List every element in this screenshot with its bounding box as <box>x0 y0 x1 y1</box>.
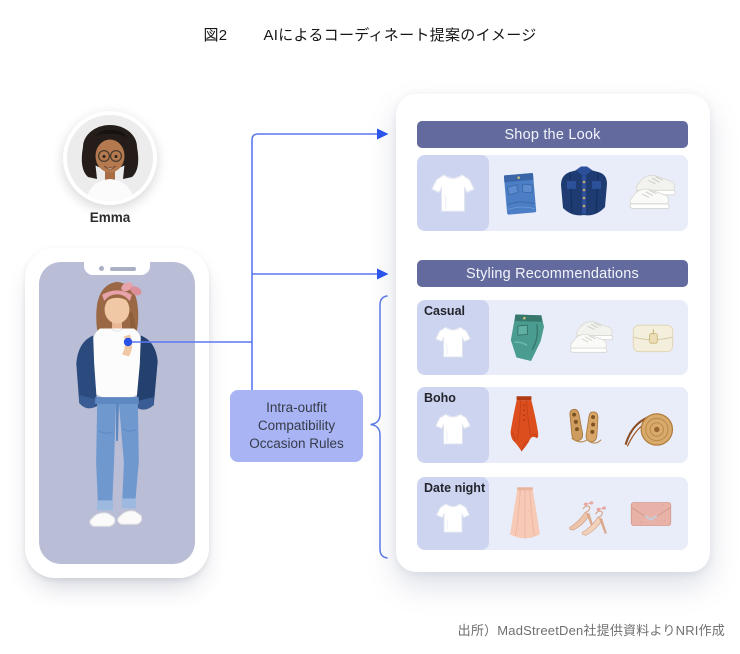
rules-line-2: Compatibility <box>257 418 336 434</box>
row-label: Boho <box>424 391 456 405</box>
teal-jeans-icon <box>500 308 552 368</box>
emma-portrait-icon <box>67 115 153 201</box>
round-rattan-bag-icon <box>618 400 676 450</box>
white-tshirt-icon <box>431 320 475 364</box>
phone-notch <box>84 262 150 275</box>
row-label: Date night <box>424 481 486 495</box>
white-tshirt-icon <box>431 407 475 451</box>
figure-title: AIによるコーディネート提案のイメージ <box>263 27 537 44</box>
styling-row-boho: Boho <box>417 387 688 463</box>
white-sneakers-icon <box>623 171 681 215</box>
speaker-icon <box>109 266 136 271</box>
rules-box: Intra-outfit Compatibility Occasion Rule… <box>230 390 363 462</box>
outfit-photo-illustration <box>76 281 158 527</box>
base-item-tile <box>417 155 489 231</box>
row-label: Casual <box>424 304 465 318</box>
figure-number: 図2 <box>203 27 228 44</box>
shop-items <box>489 155 688 231</box>
base-item-tile: Boho <box>417 387 489 463</box>
blush-pink-skirt-icon <box>503 481 547 547</box>
tan-gladiator-sandals-icon <box>560 400 606 450</box>
casual-items <box>489 300 688 375</box>
camera-icon <box>98 266 104 271</box>
arrow-to-shop-icon <box>377 128 389 140</box>
phone-mockup <box>25 248 209 578</box>
styling-recommendations-header: Styling Recommendations <box>417 260 688 287</box>
avatar <box>63 111 157 205</box>
styling-row-casual: Casual <box>417 300 688 375</box>
blue-jeans-icon <box>496 164 544 222</box>
orange-maxi-skirt-icon <box>501 390 547 460</box>
rules-line-1: Intra-outfit <box>266 400 327 416</box>
phone-screen <box>39 262 195 564</box>
cream-satchel-bag-icon <box>629 319 677 357</box>
base-item-tile: Casual <box>417 300 489 375</box>
pink-heeled-sandals-icon <box>561 492 615 536</box>
base-item-tile: Date night <box>417 477 489 550</box>
source-note: 出所）MadStreetDen社提供資料よりNRI作成 <box>457 623 725 638</box>
pink-envelope-clutch-icon <box>628 497 674 531</box>
styling-row-date-night: Date night <box>417 477 688 550</box>
white-sneakers-icon <box>564 317 618 359</box>
date-night-items <box>489 477 688 550</box>
boho-items <box>489 387 688 463</box>
white-tshirt-icon <box>432 497 474 539</box>
rules-line-3: Occasion Rules <box>249 435 344 451</box>
curly-brace-icon <box>370 295 388 559</box>
denim-jacket-icon <box>552 161 616 225</box>
shop-the-look-header: Shop the Look <box>417 121 688 148</box>
recommendation-panel: Shop the Look Styling Recommendations Ca… <box>396 94 710 572</box>
user-name-label: Emma <box>89 210 131 225</box>
arrow-to-styling-icon <box>377 268 389 280</box>
figure-caption: 図2 AIによるコーディネート提案のイメージ <box>0 24 740 45</box>
white-tshirt-icon <box>426 166 480 220</box>
shop-the-look-row <box>417 155 688 231</box>
